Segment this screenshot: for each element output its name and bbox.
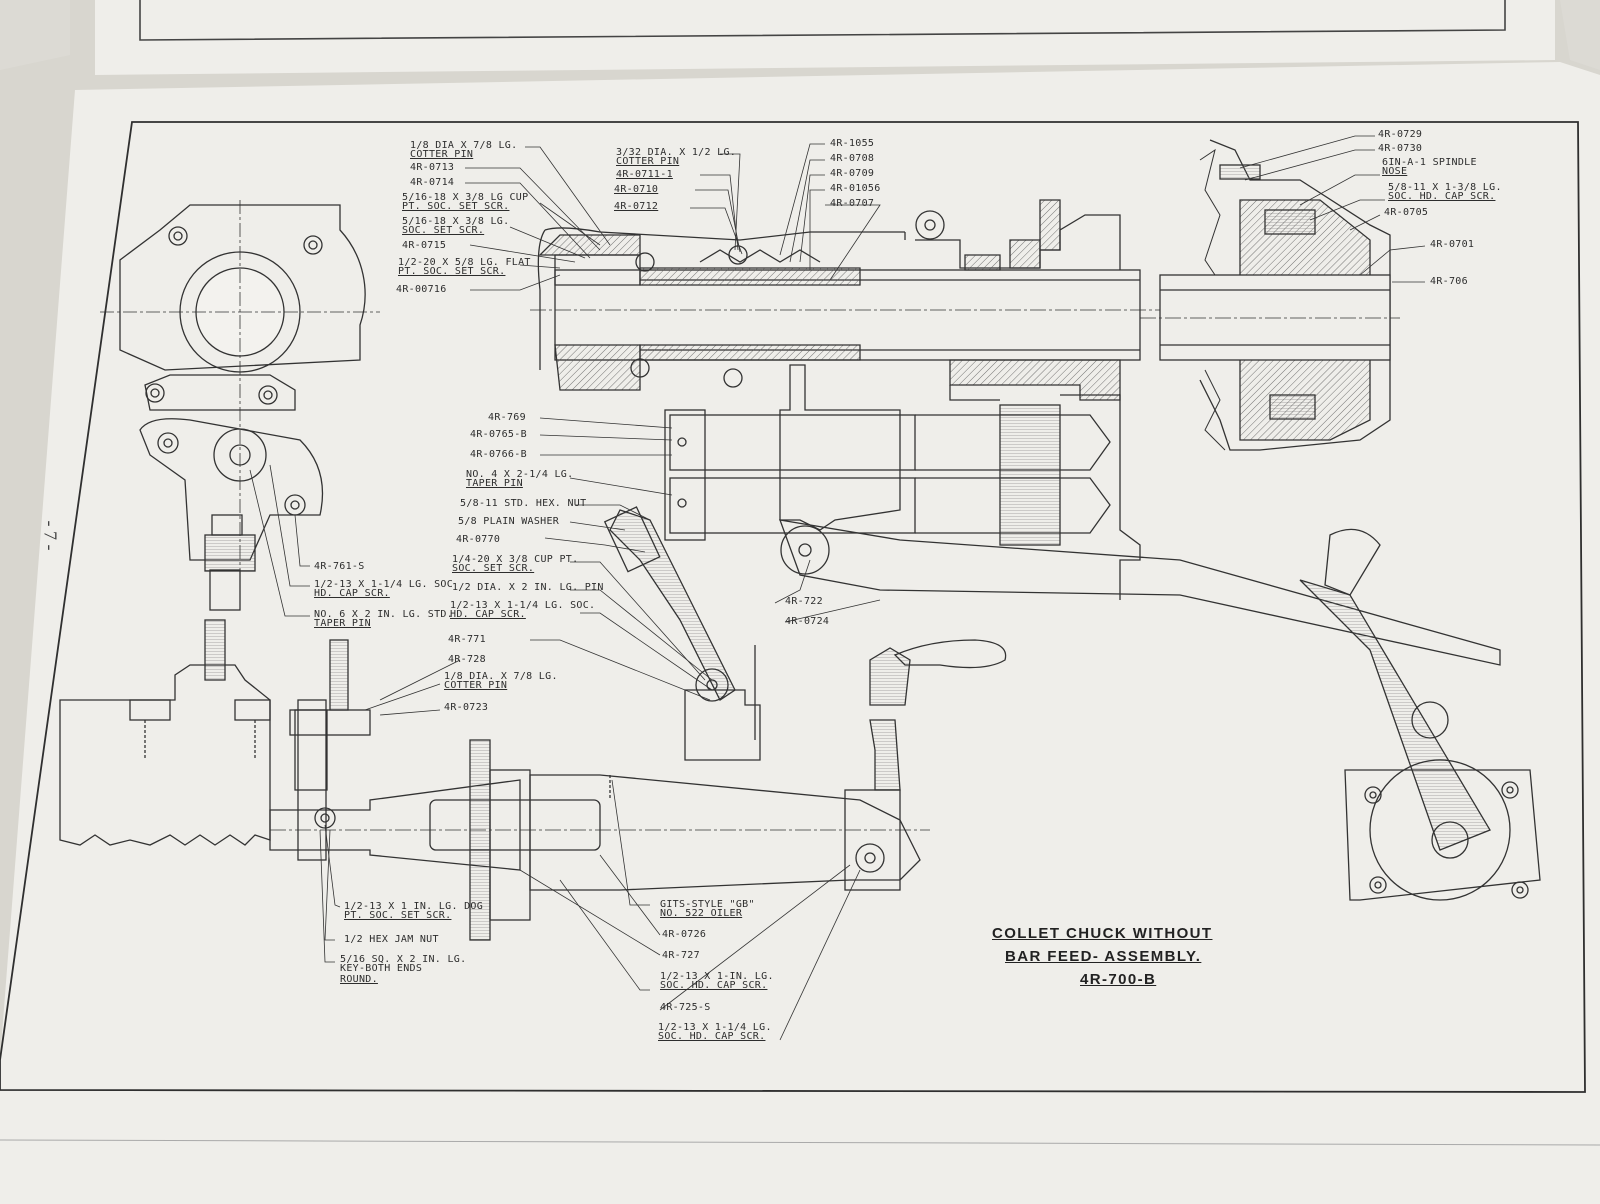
previous-page-border — [139, 0, 1506, 41]
link-rod — [609, 509, 736, 701]
callout-label: 4R-761-S — [314, 561, 365, 572]
feed-lever — [779, 519, 1501, 666]
bracket-outline — [119, 204, 366, 371]
callout-label: COTTER PIN — [410, 149, 474, 160]
crank-handle — [893, 639, 1007, 669]
previous-page — [95, 0, 1555, 75]
callout-label: 4R-0770 — [456, 534, 501, 545]
callout-label: NO. 4 X 2-1/4 LG. — [466, 469, 574, 480]
callout-label: 4R-706 — [1430, 276, 1468, 287]
drawing-title-line2: BAR FEED- ASSEMBLY. — [1005, 948, 1202, 965]
callout-label: 4R-725-S — [660, 1002, 711, 1013]
callout-label: 4R-0713 — [410, 162, 455, 173]
callout-label: NOSE — [1382, 166, 1408, 177]
callout-label: 4R-0715 — [402, 240, 447, 251]
callout-label: SOC. HD. CAP SCR. — [1388, 191, 1496, 202]
callout-label: COTTER PIN — [616, 156, 680, 167]
callout-label: 5/8-11 X 1-3/8 LG. — [1388, 182, 1502, 193]
callout-label: 4R-0712 — [614, 201, 659, 212]
base-block — [59, 664, 271, 846]
callout-label: 5/16-18 X 3/8 LG. — [402, 216, 510, 227]
callout-label: 6IN-A-1 SPINDLE — [1382, 157, 1477, 168]
callout-label: 1/4-20 X 3/8 CUP PT. — [452, 554, 579, 565]
callout-label: 4R-0707 — [830, 198, 875, 209]
main-shaft — [529, 774, 921, 891]
callout-label: 5/8-11 STD. HEX. NUT — [460, 498, 587, 509]
callout-label: 5/16-18 X 3/8 LG CUP — [402, 192, 529, 203]
callout-label: 4R-0710 — [614, 184, 659, 195]
callout-label: HD. CAP SCR. — [450, 609, 526, 620]
upper-bar — [669, 414, 916, 471]
callout-label: 4R-0765-B — [470, 429, 527, 440]
callout-label: ROUND. — [340, 974, 378, 985]
callout-label: 1/8 DIA X 7/8 LG. — [410, 140, 518, 151]
callout-label: 4R-1055 — [830, 138, 875, 149]
callout-label: 1/2 DIA. X 2 IN. LG. PIN — [452, 582, 604, 593]
callout-label: GITS-STYLE "GB" — [660, 899, 755, 910]
callout-label: 1/2-13 X 1-1/4 LG. SOC. — [450, 600, 596, 611]
callout-label: NO. 6 X 2 IN. LG. STD. — [314, 609, 454, 620]
callout-label: 4R-00716 — [396, 284, 447, 295]
callout-label: PT. SOC. SET SCR. — [398, 266, 506, 277]
callout-label: 4R-0724 — [785, 616, 830, 627]
callout-label: TAPER PIN — [466, 478, 523, 489]
callout-label: 4R-769 — [488, 412, 526, 423]
callout-label: 4R-0705 — [1384, 207, 1429, 218]
callout-label: 5/8 PLAIN WASHER — [458, 516, 560, 527]
callout-label: 4R-0709 — [830, 168, 875, 179]
callout-label: 4R-01056 — [830, 183, 881, 194]
callout-label: 4R-0711-1 — [616, 169, 673, 180]
callout-label: 4R-728 — [448, 654, 486, 665]
callout-label: 4R-771 — [448, 634, 486, 645]
page-number: - 7 - — [40, 520, 61, 551]
callout-label: SOC. SET SCR. — [402, 225, 485, 236]
callout-label: PT. SOC. SET SCR. — [344, 910, 452, 921]
callout-label: SOC. SET SCR. — [452, 563, 535, 574]
drawing-title-line1: COLLET CHUCK WITHOUT — [992, 925, 1213, 942]
callout-label: 4R-727 — [662, 950, 700, 961]
callout-label: HD. CAP SCR. — [314, 588, 390, 599]
callout-label: PT. SOC. SET SCR. — [402, 201, 510, 212]
sheet-border — [0, 121, 1586, 1093]
drawing-linework — [59, 135, 1541, 1041]
callout-label: 1/2 HEX JAM NUT — [344, 934, 439, 945]
callout-label: 1/2-20 X 5/8 LG. FLAT — [398, 257, 531, 268]
callout-label: 1/2-13 X 1-IN. LG. — [660, 971, 774, 982]
callout-label: 1/2-13 X 1-1/4 LG. — [658, 1022, 772, 1033]
callout-label: TAPER PIN — [314, 618, 371, 629]
callout-label: 1/2-13 X 1 IN. LG. DOG — [344, 901, 484, 912]
callout-label: 4R-0729 — [1378, 129, 1423, 140]
callout-label: KEY-BOTH ENDS — [340, 963, 423, 974]
callout-label: 4R-0766-B — [470, 449, 527, 460]
callout-label: 4R-0708 — [830, 153, 875, 164]
callout-label: 4R-0701 — [1430, 239, 1475, 250]
callout-label: NO. 522 OILER — [660, 908, 743, 919]
callout-label: SOC. HD. CAP SCR. — [658, 1031, 766, 1042]
callout-label: 4R-0726 — [662, 929, 707, 940]
callout-label: 4R-722 — [785, 596, 823, 607]
callout-label: 4R-0730 — [1378, 143, 1423, 154]
drawing-title-number: 4R-700-B — [1080, 971, 1157, 988]
callout-label: SOC. HD. CAP SCR. — [660, 980, 768, 991]
callout-label: 1/2-13 X 1-1/4 LG. SOC — [314, 579, 454, 590]
callout-label: 1/8 DIA. X 7/8 LG. — [444, 671, 558, 682]
callout-label: 4R-0714 — [410, 177, 455, 188]
callout-label: 3/32 DIA. X 1/2 LG. — [616, 147, 737, 158]
callout-label: 4R-0723 — [444, 702, 489, 713]
callout-label: COTTER PIN — [444, 680, 508, 691]
callout-label: 5/16 SQ. X 2 IN. LG. — [340, 954, 467, 965]
sheet-shadow — [0, 1139, 1600, 1146]
